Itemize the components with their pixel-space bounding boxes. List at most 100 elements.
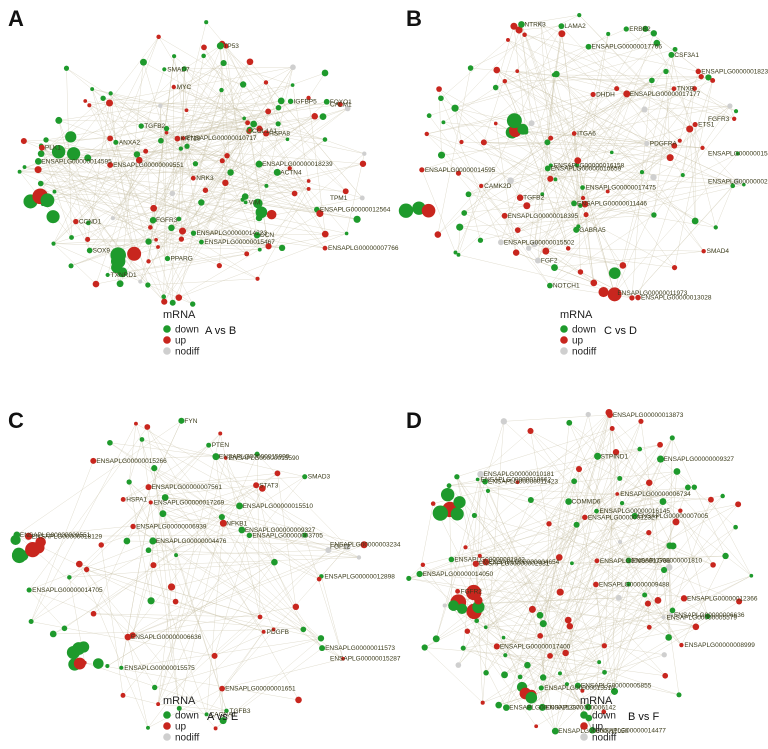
gene-node-down [617,475,623,481]
network-edge [123,499,177,556]
gene-node-down [302,532,308,538]
gene-node-down [642,25,649,32]
gene-label: PPARG [170,256,192,263]
gene-node-down [159,510,167,518]
network-edge [256,453,348,547]
network-edge [147,688,223,729]
network-edge [542,428,613,708]
network-edge [579,14,738,182]
network-edge [37,36,159,195]
network-edge [504,215,517,253]
network-edge [550,143,647,180]
network-edge [153,557,359,566]
gene-node-nodiff [644,140,650,147]
legend-up-label: up [592,722,604,733]
network-edge [58,120,248,124]
network-edge [504,598,685,676]
panel-b: B ENSAPLG00000010659ENSAPLG00000011973EN… [398,6,768,358]
network-edge [549,77,709,286]
network-edge [573,133,581,206]
network-edge [689,128,696,222]
gene-node-down [594,452,602,460]
network-edge [543,468,580,624]
network-edge [433,444,661,504]
gene-label: CCND1 [79,219,102,226]
network-edge [496,69,612,153]
gene-label: ENSAPLG00000016158 [554,163,625,170]
network-edge [503,421,665,571]
gene-node-down [503,653,508,658]
gene-node-nodiff [526,245,532,251]
gene-node-up [178,227,187,235]
gene-node-up [306,179,311,183]
network-edge [672,499,712,611]
gene-node-nodiff [442,603,447,608]
legend-nodiff-label: nodiff [572,347,597,358]
network-edge [476,620,600,663]
hub-node-down [10,534,21,546]
legend-title: mRNA [560,309,593,321]
gene-node-nodiff [507,177,514,185]
gene-node-down [544,139,551,146]
network-edge [534,128,690,245]
network-edge [459,226,623,266]
hub-node-down [506,113,522,129]
gene-label: ENSAPLG00000014595 [41,158,112,165]
gene-label: ENSAPLG00000003234 [330,542,401,549]
gene-node-down [539,620,547,628]
gene-node-up [274,470,281,477]
network-edge [542,523,550,678]
network-edge [468,194,527,207]
network-edge [595,584,605,673]
gene-node-up [263,80,269,85]
gene-node-down [453,250,458,255]
gene-node-down [158,137,164,144]
gene-node-down [651,212,657,218]
network-edge [141,125,267,187]
gene-node-up [680,595,688,602]
network-edge [154,638,322,688]
network-edge [619,541,665,571]
panel-letter: A [8,6,24,31]
legend-down-label: down [175,711,199,722]
legend-up-label: up [175,722,187,733]
gene-label: ENSAPLG00000010717 [186,135,257,142]
network-edge [157,433,221,705]
network-edge [487,490,585,518]
gene-node-down [162,67,167,72]
hub-node-down [253,198,263,209]
gene-label: MYC [177,84,192,91]
network-edge [504,545,674,676]
hub-node-down [51,145,66,159]
gene-label: ENSAPLG00000011050 [558,728,628,735]
network-edge [256,454,261,618]
gene-node-down [623,26,629,32]
network-edge [576,76,702,166]
network-edge [45,139,267,187]
network-edge [89,66,293,106]
network-edge [461,604,556,732]
network-edge [123,486,149,500]
gene-node-up [522,32,527,37]
gene-label: ENSAPLG00000015999 [219,454,290,461]
gene-node-down [37,180,44,187]
network-edge [155,108,348,241]
network-edge [474,515,669,638]
gene-node-down [190,301,196,307]
gene-node-down [145,282,151,288]
gene-node-down [123,537,131,545]
gene-node-down [22,165,27,170]
network-edge [109,442,224,524]
gene-node-up [455,588,461,594]
edge-layer [16,420,365,729]
hub-node-up [266,209,277,220]
gene-node-nodiff [531,240,538,248]
network-edge [112,62,224,219]
gene-node-up [38,144,45,151]
hub-node-down [398,203,414,218]
network-edge [451,412,610,560]
gene-node-up [291,190,298,197]
gene-node-up [219,519,227,527]
gene-node-nodiff [356,555,362,560]
gene-label: NOTCH1 [553,283,580,290]
